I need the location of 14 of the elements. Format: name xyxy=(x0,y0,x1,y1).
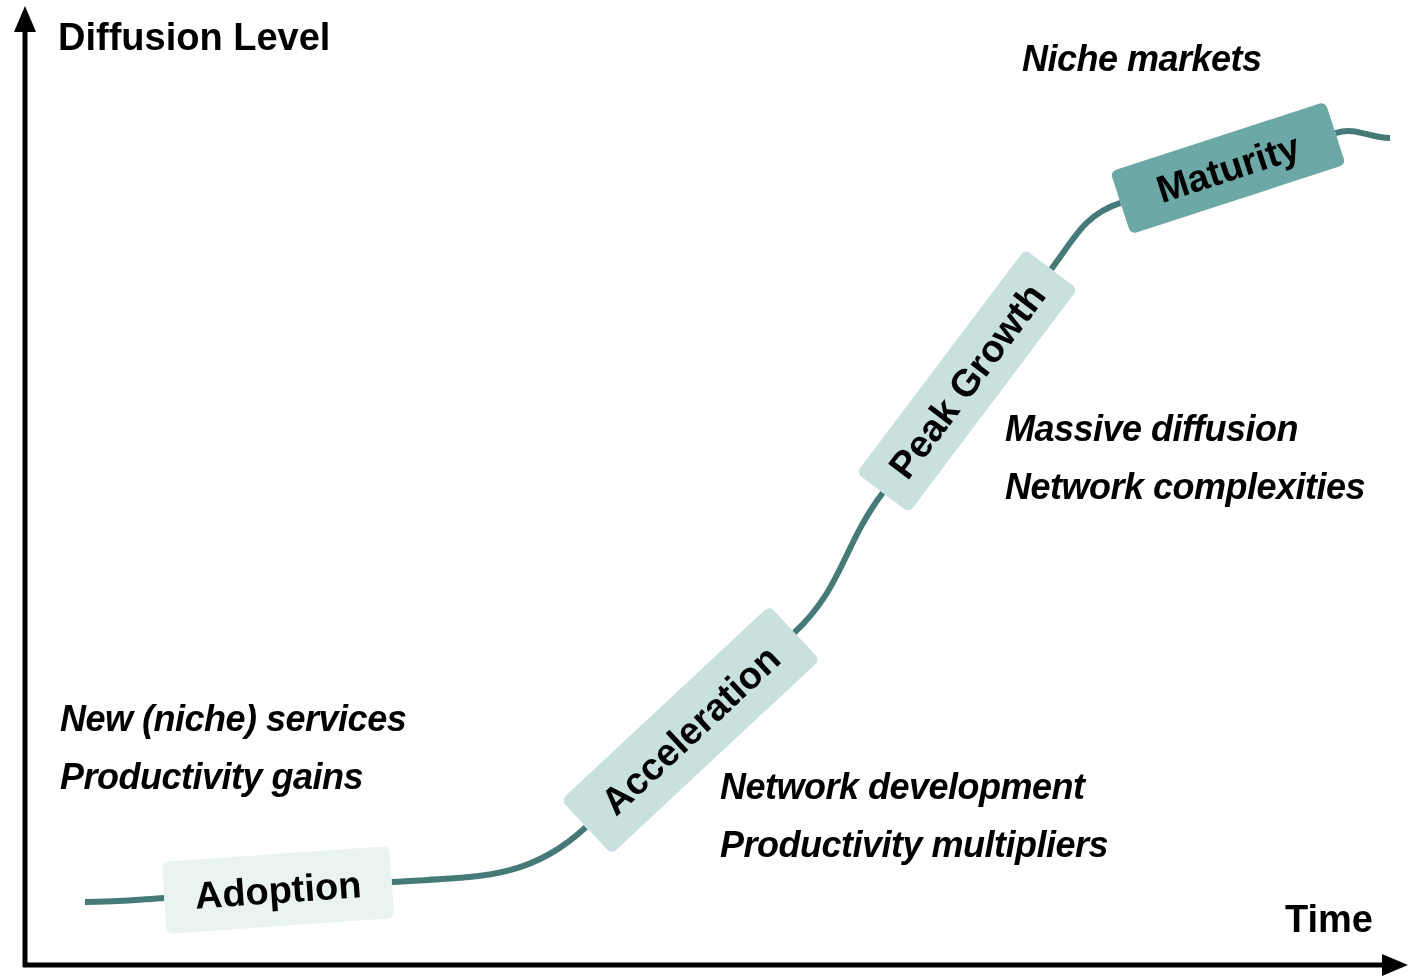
stage-note: Productivity multipliers xyxy=(720,824,1109,866)
y-axis-title: Diffusion Level xyxy=(58,16,331,59)
curve-segment xyxy=(85,894,165,905)
stage-label: Adoption xyxy=(193,862,363,918)
curve-segment xyxy=(1334,128,1391,141)
stage-note: Productivity gains xyxy=(60,756,364,798)
stage-note: Niche markets xyxy=(1022,38,1262,80)
stage-note: Network complexities xyxy=(1005,466,1366,508)
stage-note: Massive diffusion xyxy=(1005,408,1298,450)
curve-segment xyxy=(391,824,588,886)
curve-segment xyxy=(792,491,886,635)
x-axis-title: Time xyxy=(1285,898,1373,941)
curve-segment xyxy=(1048,200,1122,271)
stage-note: New (niche) services xyxy=(60,698,407,740)
